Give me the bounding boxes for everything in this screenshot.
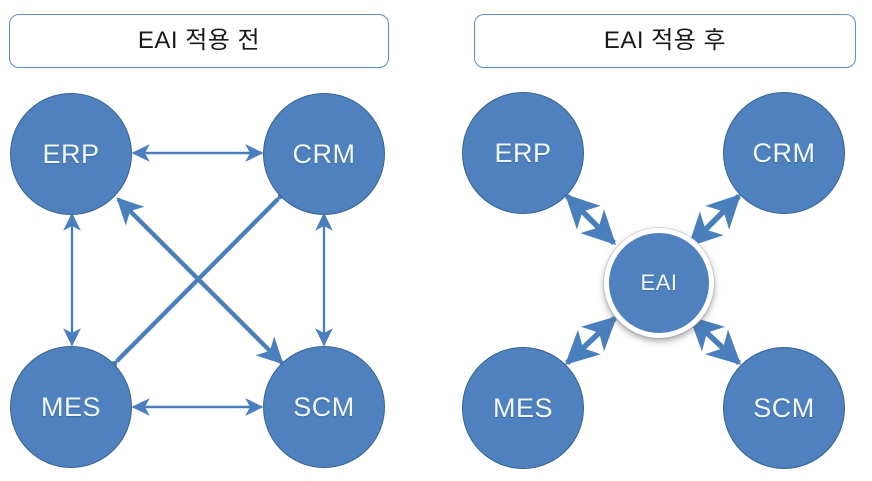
node-crm-before[interactable]: CRM <box>263 93 385 215</box>
diagram-after: ERP CRM EAI MES SCM <box>436 0 872 481</box>
node-scm-after[interactable]: SCM <box>723 347 845 469</box>
node-label-scm-before: SCM <box>293 391 355 422</box>
node-scm-before[interactable]: SCM <box>263 346 385 468</box>
node-label-crm-after: CRM <box>752 137 816 168</box>
node-mes-before[interactable]: MES <box>10 346 132 468</box>
node-label-mes-after: MES <box>492 392 553 423</box>
edge-erp-eai <box>565 194 616 245</box>
node-crm-after[interactable]: CRM <box>723 92 845 214</box>
node-label-erp-before: ERP <box>42 138 100 169</box>
node-label-scm-after: SCM <box>753 392 815 423</box>
title-box-after: EAI 적용 후 <box>474 14 856 68</box>
node-label-crm-before: CRM <box>292 138 356 169</box>
diagram-before: ERP CRM MES SCM <box>10 93 385 468</box>
node-erp-after[interactable]: ERP <box>462 92 584 214</box>
edge-scm-eai <box>688 315 742 366</box>
node-label-eai-hub: EAI <box>640 270 678 295</box>
panel-before: EAI 적용 전 <box>9 14 389 468</box>
edges-after <box>564 194 742 366</box>
title-text-before: EAI 적용 전 <box>137 27 261 54</box>
node-eai-hub[interactable]: EAI <box>604 228 714 338</box>
title-box-before: EAI 적용 전 <box>9 14 389 68</box>
edges-before <box>63 144 333 416</box>
edge-crm-mes <box>90 172 305 388</box>
edge-erp-scm <box>116 197 284 365</box>
node-label-mes-before: MES <box>40 391 101 422</box>
node-label-erp-after: ERP <box>494 137 552 168</box>
node-mes-after[interactable]: MES <box>462 347 584 469</box>
edge-mes-eai <box>564 315 618 366</box>
edge-crm-eai <box>688 194 741 247</box>
node-erp-before[interactable]: ERP <box>10 93 132 215</box>
panel-after: EAI 적용 후 <box>436 0 872 481</box>
title-text-after: EAI 적용 후 <box>603 27 727 54</box>
